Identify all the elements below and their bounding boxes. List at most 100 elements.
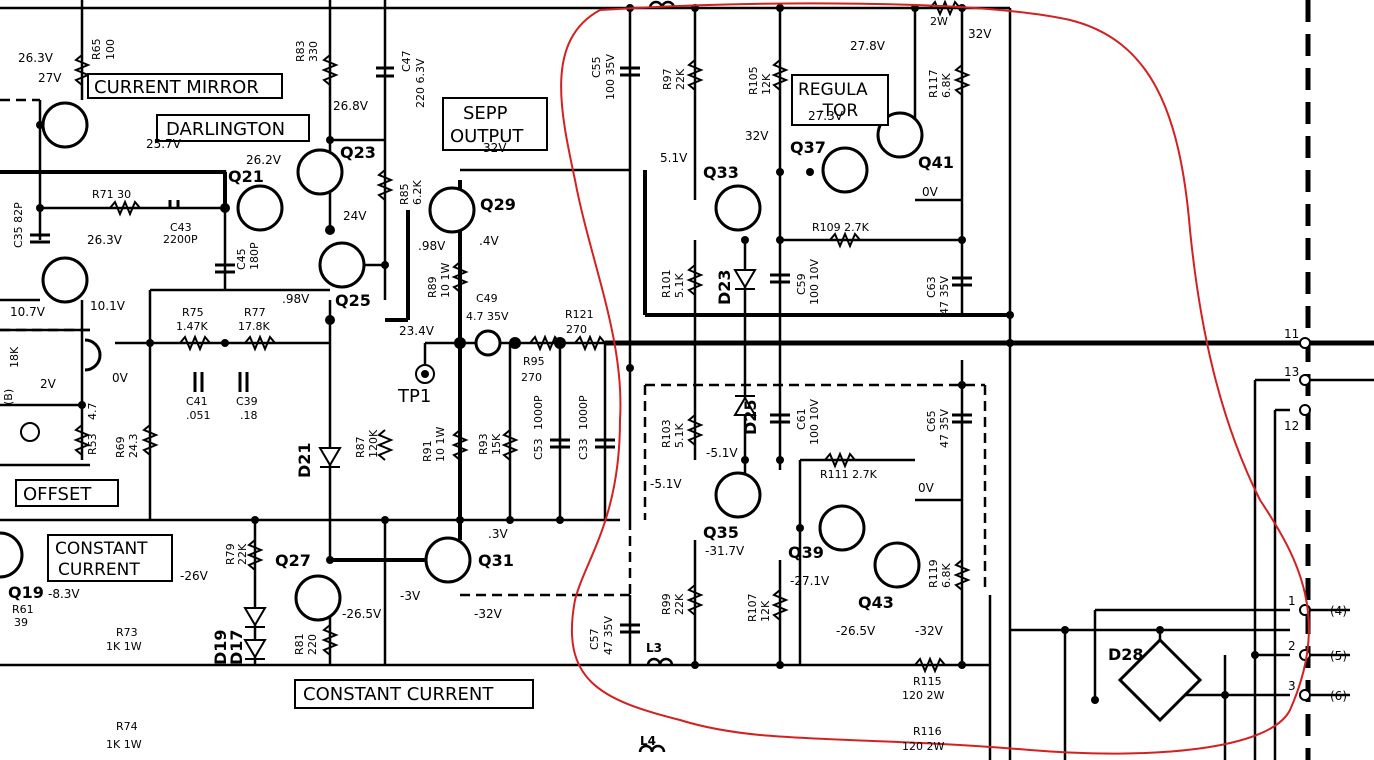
label-q27: Q27 — [275, 551, 311, 570]
transistor-body-q-top — [41, 101, 89, 149]
v-m26-5a: -26.5V — [342, 607, 382, 621]
inductor-symbols — [638, 0, 676, 753]
terminal-13: 13 — [1284, 365, 1299, 379]
label-2w: 2W — [930, 15, 948, 28]
label-r115: R115 — [913, 675, 942, 688]
value-r81: 220 — [306, 634, 319, 655]
label-r119: R119 — [927, 559, 940, 588]
transistor-labels: Q19 Q21 Q23 Q25 Q27 Q29 Q31 Q33 Q35 Q37 … — [8, 138, 954, 612]
label-regulator-1: REGULA — [798, 80, 868, 100]
value-c55: 100 35V — [604, 54, 617, 100]
value-r77: 17.8K — [238, 320, 270, 333]
transistor-body-q31 — [424, 536, 472, 584]
voltage-labels: 26.3V 27V 25.7V 26.2V 26.8V 24V 32V .98V… — [10, 27, 992, 638]
v-24: 24V — [343, 209, 367, 223]
label-d28: D28 — [1108, 645, 1144, 664]
transistor-body-q33 — [714, 184, 762, 232]
label-r73: R73 — [116, 626, 138, 639]
label-r53: R53 — [86, 433, 99, 455]
value-r65: 100 — [104, 39, 117, 60]
label-c49: C49 — [476, 292, 498, 305]
label-c33: C33 — [577, 438, 590, 460]
label-q35: Q35 — [703, 523, 739, 542]
value-r115: 120 2W — [902, 689, 944, 702]
v-23-4: 23.4V — [399, 324, 435, 338]
v-m5-1a: -5.1V — [706, 446, 738, 460]
v-0b: 0V — [922, 185, 939, 199]
transistor-body-q37 — [821, 146, 869, 194]
v-10-1: 10.1V — [90, 299, 126, 313]
label-tp1: TP1 — [397, 386, 431, 407]
label-r77: R77 — [244, 306, 266, 319]
label-d23: D23 — [715, 269, 734, 305]
label-q29: Q29 — [480, 195, 516, 214]
component-labels: R65 100 R83 330 C47 220 6.3V R71 30 C43 … — [2, 15, 953, 753]
value-r95: 270 — [521, 371, 542, 384]
label-c35: C35 82P — [12, 202, 25, 248]
connector-6: (6) — [1330, 689, 1347, 703]
label-r107: R107 — [746, 593, 759, 622]
v-27-3: 27.3V — [808, 109, 844, 123]
v-32a: 32V — [483, 141, 507, 155]
value-r116: 120 2W — [902, 740, 944, 753]
value-c45: 180P — [248, 242, 261, 270]
label-q31: Q31 — [478, 551, 514, 570]
label-r116: R116 — [913, 725, 942, 738]
transistor-body-q23 — [296, 148, 344, 196]
label-d17: D17 — [227, 629, 246, 665]
label-c65: C65 — [925, 410, 938, 432]
value-r79: 22K — [236, 543, 249, 565]
label-r75: R75 — [182, 306, 204, 319]
transistor-body-q27 — [294, 574, 342, 622]
v-26-3a: 26.3V — [18, 51, 54, 65]
label-r91: R91 — [421, 440, 434, 462]
label-q33: Q33 — [703, 163, 739, 182]
value-c65: 47 35V — [938, 409, 951, 448]
label-c45: C45 — [235, 248, 248, 270]
label-r65: R65 — [90, 38, 103, 60]
value-r121: 270 — [566, 323, 587, 336]
value-r85: 6.2K — [411, 180, 424, 205]
value-r97: 22K — [674, 68, 687, 90]
value-r74: 1K 1W — [106, 738, 142, 751]
v-m26a: -26V — [180, 569, 209, 583]
transistor-body-q43 — [873, 541, 921, 589]
terminal-2: 2 — [1288, 639, 1296, 653]
label-current-mirror: CURRENT MIRROR — [94, 77, 259, 98]
v-m5-1b: -5.1V — [650, 477, 682, 491]
value-c33: 1000P — [577, 395, 590, 430]
highlight-outline — [560, 2, 1310, 755]
label-c57: C57 — [588, 628, 601, 650]
value-r87: 120K — [367, 429, 380, 458]
v-4: .4V — [479, 234, 499, 248]
label-q25: Q25 — [335, 291, 371, 310]
label-constant-1: CONSTANT — [55, 539, 148, 559]
v-27-8: 27.8V — [850, 39, 886, 53]
label-constant-current: CONSTANT CURRENT — [303, 684, 494, 705]
value-r107: 12K — [759, 600, 772, 622]
v-0c: 0V — [918, 481, 935, 495]
label-c41: C41 — [186, 395, 208, 408]
label-r79: R79 — [224, 543, 237, 565]
v-26-8: 26.8V — [333, 99, 369, 113]
v-98a: .98V — [418, 239, 446, 253]
v-m27-1: -27.1V — [790, 574, 830, 588]
v-2: 2V — [40, 377, 57, 391]
v-32c: 32V — [745, 129, 769, 143]
connector-5: (5) — [1330, 649, 1347, 663]
v-10-7: 10.7V — [10, 305, 46, 319]
label-q37: Q37 — [790, 138, 826, 157]
terminal-labels: 11 13 12 1 2 3 (4) (5) (6) — [1284, 327, 1347, 703]
transistor-body-q25 — [318, 241, 366, 289]
v-m32b: -32V — [915, 624, 944, 638]
value-r73: 1K 1W — [106, 640, 142, 653]
label-c53: C53 — [532, 438, 545, 460]
diode-symbols — [243, 269, 1203, 723]
v-m3: -3V — [400, 589, 421, 603]
value-r103: 5.1K — [673, 423, 686, 448]
label-q23: Q23 — [340, 143, 376, 162]
label-r95: R95 — [523, 355, 545, 368]
label-offset: OFFSET — [23, 484, 92, 505]
value-r119: 6.8K — [940, 563, 953, 588]
